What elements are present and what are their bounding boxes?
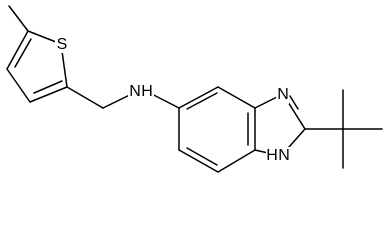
bond-c4-c5 (6, 30, 29, 70)
bond-b1-b2-inner (186, 92, 218, 110)
bond-b1-b2 (178, 86, 219, 109)
bond-b2-b3 (217, 86, 256, 109)
bond-b5-b6-inner (186, 147, 218, 166)
amine-hydrogen-label: H (141, 83, 153, 100)
bond-c2-c3 (29, 86, 68, 103)
ring-nh-mask (266, 147, 290, 165)
amine-mask (128, 82, 154, 100)
bond-c2-ch2 (66, 86, 104, 109)
imine-mask (276, 86, 289, 104)
molecule-structure: S N H N H N (6, 5, 383, 173)
bond-b4-b5 (217, 149, 256, 173)
atom-label-layer: S N H N H N (55, 35, 290, 165)
bond-c3-c4 (6, 68, 31, 103)
amine-nitrogen-label: N (129, 83, 141, 100)
bond-c2-c3-inner (33, 80, 63, 94)
imine-nitrogen-label: N (277, 86, 289, 103)
bond-methyl (8, 5, 29, 32)
sulfur-mask (55, 35, 68, 53)
bond-c4-c5-inner (14, 38, 32, 68)
sulfur-label: S (57, 36, 68, 53)
bond-b5-b6 (178, 149, 219, 173)
bond-n3-c2-inner (289, 95, 299, 110)
bond-layer (6, 5, 383, 173)
ring-nh-nitrogen-label: N (278, 147, 290, 164)
ring-nh-hydrogen-label: H (266, 147, 278, 164)
